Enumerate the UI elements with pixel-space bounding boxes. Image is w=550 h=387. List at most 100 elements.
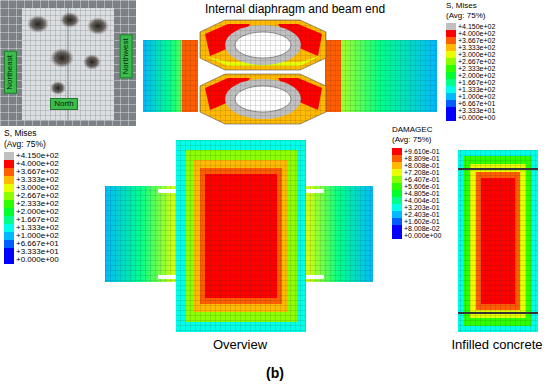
diaphragm-contour	[143, 20, 437, 124]
legend-swatch	[4, 168, 14, 176]
legend-value: +5.606e-01	[404, 183, 440, 190]
legend-swatch	[392, 190, 402, 197]
diaphragm-plate	[200, 74, 326, 124]
flange-gap	[306, 189, 324, 193]
legend-row: +2.333e+02	[4, 200, 59, 208]
legend-value: +6.667e+01	[16, 240, 59, 248]
legend-row: +3.333e+01	[446, 107, 495, 114]
fire-mark	[87, 17, 109, 35]
legend-swatch	[446, 65, 456, 72]
steel-tube	[22, 8, 114, 120]
legend-swatch	[446, 100, 456, 107]
figure-label: DAMAGEC	[392, 126, 432, 135]
tube-grid	[22, 8, 114, 120]
legend-swatch	[392, 204, 402, 211]
legend-swatch	[446, 30, 456, 37]
legend-row: +4.805e-01	[392, 190, 440, 197]
legend-swatch	[392, 148, 402, 155]
legend-value: +2.667e+02	[458, 58, 495, 65]
legend-swatch	[4, 232, 14, 240]
legend-row: +3.333e+01	[4, 248, 59, 256]
legend-swatch	[446, 72, 456, 79]
legend-swatch	[392, 176, 402, 183]
legend-swatch	[392, 232, 402, 239]
legend-value: +2.403e-01	[404, 211, 440, 218]
legend-row: +4.000e+02	[4, 160, 59, 168]
legend-row: +2.000e+02	[4, 208, 59, 216]
legend-swatch	[446, 58, 456, 65]
legend-value: +3.667e+02	[16, 168, 59, 176]
legend-swatch	[4, 224, 14, 232]
fire-mark	[50, 81, 66, 95]
legend-value: +6.667e+01	[458, 100, 495, 107]
legend-value: +4.150e+02	[16, 152, 59, 160]
legend-swatch	[446, 23, 456, 30]
concrete-contour	[458, 150, 538, 332]
legend-value: +2.333e+02	[16, 200, 59, 208]
legend-swatch	[392, 225, 402, 232]
legend-swatch	[4, 152, 14, 160]
fire-mark	[60, 12, 80, 28]
legend-row: +0.000e+00	[4, 256, 59, 264]
legend-swatch	[4, 160, 14, 168]
figure-label: (Avg: 75%)	[446, 12, 485, 21]
legend-row: +3.667e+02	[446, 37, 495, 44]
beam	[305, 186, 373, 282]
flange-gap	[306, 275, 324, 279]
legend-row: +4.004e-01	[392, 197, 440, 204]
legend-value: +1.667e+02	[458, 79, 495, 86]
legend-value: +1.602e-01	[404, 218, 440, 225]
flange-gap	[158, 275, 176, 279]
legend-value: +3.000e+02	[458, 51, 495, 58]
legend-row: +2.667e+02	[4, 192, 59, 200]
legend-value: +3.333e+01	[458, 107, 495, 114]
mesh	[305, 186, 373, 282]
legend-row: +8.008e-01	[392, 162, 440, 169]
legend-value: +0.000e+00	[404, 232, 441, 239]
legend-row: +6.667e+01	[4, 240, 59, 248]
diaphragm-slit	[458, 168, 538, 170]
legend-swatch	[392, 183, 402, 190]
figure-label: (Avg: 75%)	[392, 136, 431, 145]
figure-label: Internal diaphragm and beam end	[205, 3, 385, 16]
legend-value: +3.203e-01	[404, 204, 440, 211]
legend-row: +2.333e+02	[446, 65, 495, 72]
legend-swatch	[392, 162, 402, 169]
legend-swatch	[446, 114, 456, 121]
legend-swatch	[4, 248, 14, 256]
legend-swatch	[4, 192, 14, 200]
tag-text: Northeast	[6, 55, 15, 90]
legend-swatch	[4, 216, 14, 224]
legend-row: +7.208e-01	[392, 169, 440, 176]
legend-swatch	[392, 169, 402, 176]
legend-row: +4.000e+02	[446, 30, 495, 37]
mesh	[325, 40, 437, 112]
figure-label: S, Mises	[446, 2, 477, 11]
legend-swatch	[446, 37, 456, 44]
legend-value: +3.000e+02	[16, 184, 59, 192]
legend-value: +0.000e+00	[458, 114, 495, 121]
legend-swatch	[446, 86, 456, 93]
legend-swatch	[4, 240, 14, 248]
legend-row: +1.333e+02	[446, 86, 495, 93]
legend-row: +6.667e+01	[446, 100, 495, 107]
legend-value: +6.407e-01	[404, 176, 440, 183]
legend-value: +3.333e+02	[16, 176, 59, 184]
legend-row: +9.610e-01	[392, 148, 440, 155]
legend-swatch	[4, 256, 14, 264]
legend-value: +8.008e-01	[404, 162, 440, 169]
legend-swatch	[446, 107, 456, 114]
figure-label: (Avg: 75%)	[4, 140, 46, 149]
legend-value: +1.000e+02	[458, 93, 495, 100]
legend-row: +1.000e+02	[4, 232, 59, 240]
fire-mark	[50, 48, 74, 68]
legend-row: +4.150e+02	[446, 23, 495, 30]
legend-row: +2.000e+02	[446, 72, 495, 79]
legend-row: +0.000e+00	[446, 114, 495, 121]
legend-row: +5.606e-01	[392, 183, 440, 190]
legend-row: +1.667e+02	[4, 216, 59, 224]
legend-swatch	[446, 93, 456, 100]
legend-row: +3.000e+02	[446, 51, 495, 58]
mesh	[200, 20, 326, 70]
